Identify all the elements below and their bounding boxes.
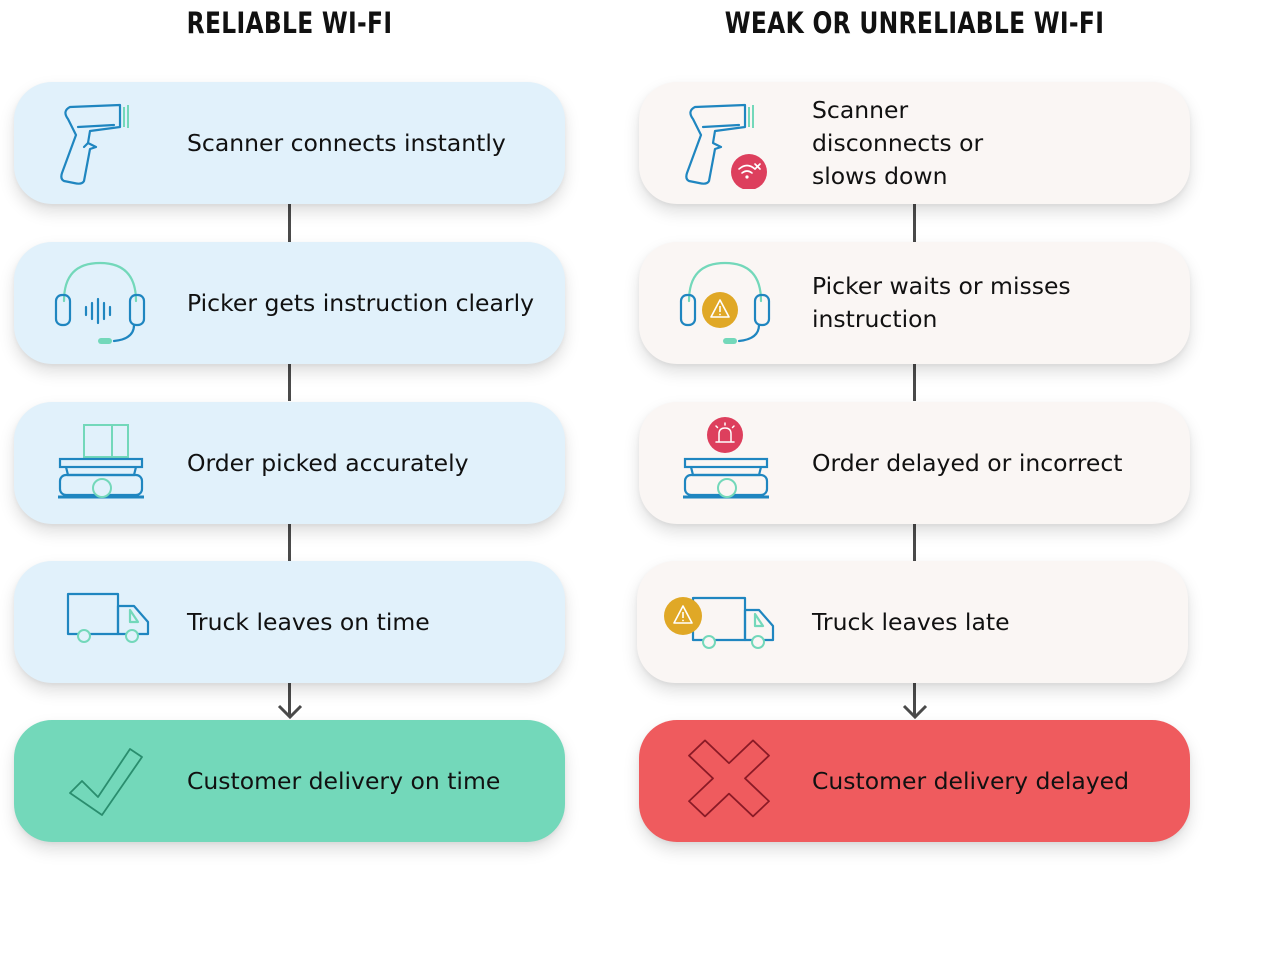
- step-label: Truck leaves on time: [187, 607, 430, 636]
- column-title-reliable: RELIABLE WI-FI: [186, 7, 393, 41]
- step-label: Scanner disconnects or slows down: [812, 95, 984, 190]
- column-title-unreliable: WEAK OR UNRELIABLE WI-FI: [724, 7, 1105, 41]
- headset-icon: [54, 261, 146, 344]
- pick-cart-alarm-icon: [683, 417, 769, 499]
- barcode-scanner-no-wifi-icon: [685, 103, 767, 189]
- connector-line: [913, 682, 916, 716]
- connector-line: [913, 523, 916, 561]
- connector-line: [288, 523, 291, 561]
- outcome-label: Customer delivery delayed: [812, 766, 1130, 795]
- step-card-truck: Truck leaves on time: [14, 561, 565, 683]
- cross-icon: [688, 739, 770, 818]
- step-label: Scanner connects instantly: [187, 128, 506, 157]
- outcome-card-delayed: Customer delivery delayed: [639, 720, 1190, 842]
- headset-warning-icon: [679, 261, 771, 344]
- truck-icon: [66, 592, 150, 643]
- checkmark-icon: [69, 748, 143, 816]
- step-label: Order delayed or incorrect: [812, 448, 1123, 477]
- connector-line: [288, 204, 291, 242]
- outcome-label: Customer delivery on time: [187, 766, 501, 795]
- step-card-scanner: Scanner connects instantly: [14, 82, 565, 204]
- step-label: Truck leaves late: [812, 607, 1010, 636]
- step-card-picker-waits: Picker waits or misses instruction: [639, 242, 1190, 364]
- connector-line: [913, 363, 916, 401]
- step-card-order: Order picked accurately: [14, 402, 565, 524]
- step-card-headset: Picker gets instruction clearly: [14, 242, 565, 364]
- step-card-order-delayed: Order delayed or incorrect: [639, 402, 1190, 524]
- connector-line: [913, 204, 916, 242]
- barcode-scanner-icon: [60, 103, 129, 185]
- connector-line: [288, 682, 291, 716]
- arrow-down-icon: [277, 704, 303, 720]
- connector-line: [288, 363, 291, 401]
- step-card-truck-late: Truck leaves late: [637, 561, 1188, 683]
- step-label: Picker gets instruction clearly: [187, 288, 535, 317]
- step-card-scanner-disconnects: Scanner disconnects or slows down: [639, 82, 1190, 204]
- outcome-card-on-time: Customer delivery on time: [14, 720, 565, 842]
- step-label: Order picked accurately: [187, 448, 469, 477]
- arrow-down-icon: [902, 704, 928, 720]
- step-label: Picker waits or misses instruction: [812, 272, 1071, 333]
- truck-warning-icon: [664, 596, 775, 649]
- pick-cart-icon: [58, 424, 144, 499]
